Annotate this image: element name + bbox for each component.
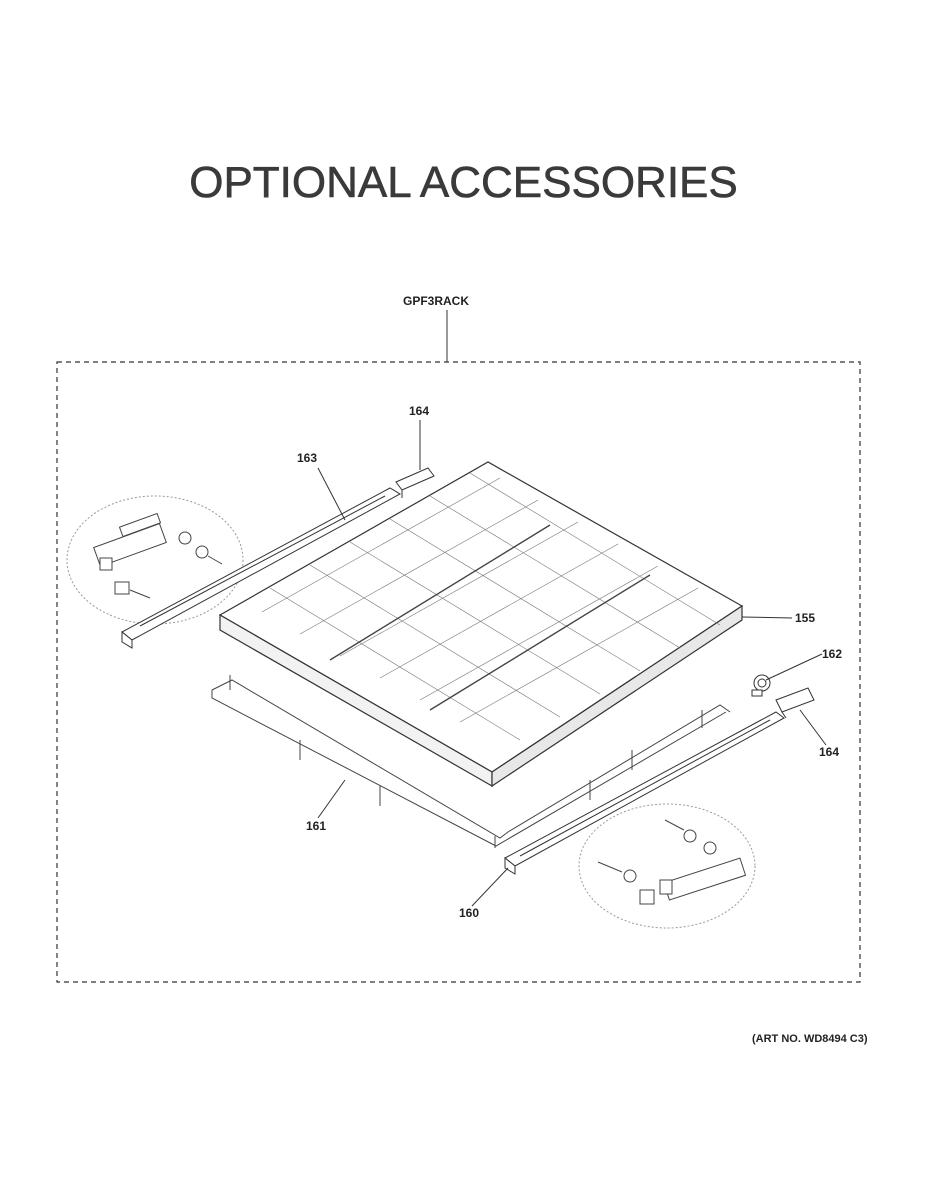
rack-basket-155 bbox=[218, 461, 744, 788]
art-number: (ART NO. WD8494 C3) bbox=[752, 1033, 868, 1045]
leader-162 bbox=[765, 653, 823, 681]
leader-163 bbox=[317, 467, 346, 521]
leader-164-right bbox=[799, 709, 827, 746]
callout-161: 161 bbox=[306, 819, 327, 833]
callout-160: 160 bbox=[459, 906, 480, 920]
callout-162: 162 bbox=[822, 647, 843, 661]
right-hardware-detail bbox=[578, 803, 756, 929]
leader-155 bbox=[741, 616, 793, 619]
callout-155: 155 bbox=[795, 611, 816, 625]
callout-164-top: 164 bbox=[409, 404, 430, 418]
bumper-162 bbox=[751, 674, 771, 697]
left-hardware-detail bbox=[66, 495, 244, 625]
callout-164-right: 164 bbox=[819, 745, 840, 759]
callout-163: 163 bbox=[297, 451, 318, 465]
leader-160 bbox=[471, 867, 509, 907]
leader-161 bbox=[317, 779, 346, 819]
end-cap-164-right bbox=[775, 687, 815, 719]
page-title: OPTIONAL ACCESSORIES bbox=[189, 158, 738, 208]
right-rail-160 bbox=[504, 711, 785, 875]
wire-frame-161 bbox=[211, 675, 731, 848]
end-cap-164-top bbox=[395, 467, 435, 498]
kit-label: GPF3RACK bbox=[403, 294, 470, 308]
